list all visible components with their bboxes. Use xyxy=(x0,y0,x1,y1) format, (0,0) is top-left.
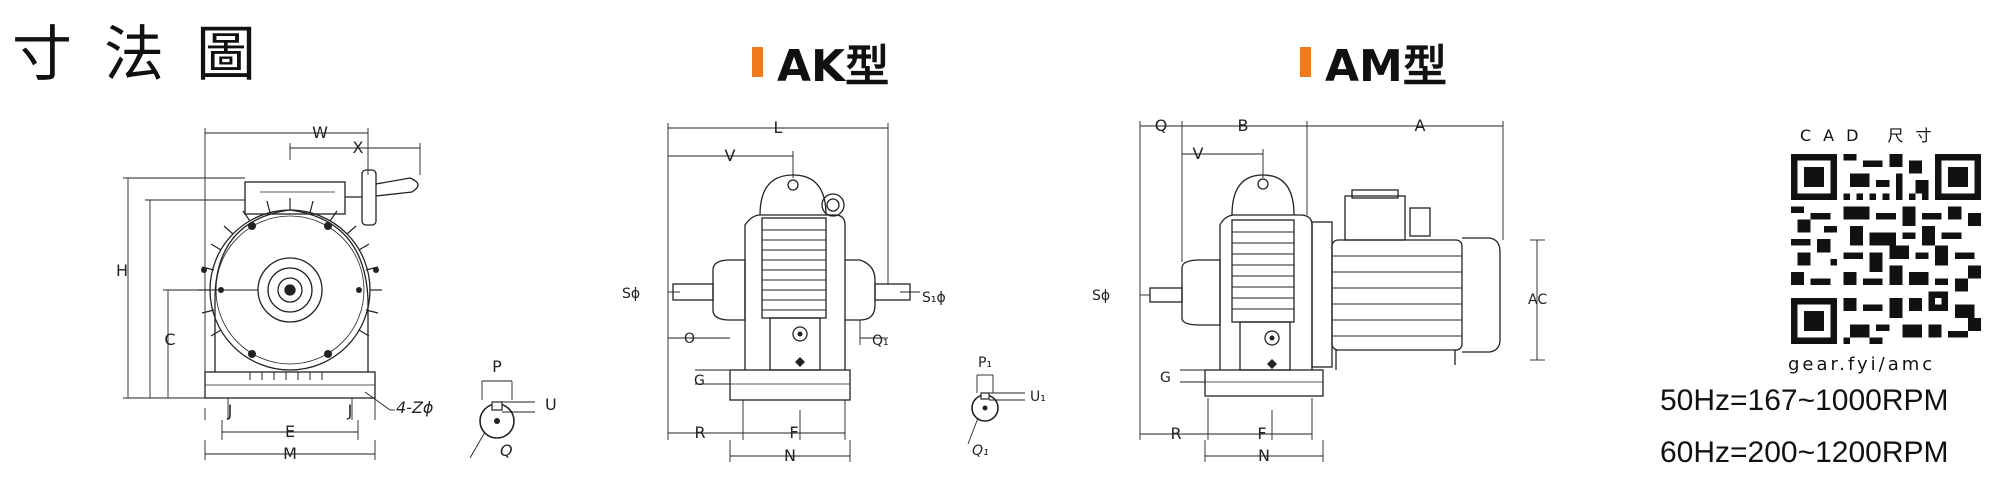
accent-bar-icon xyxy=(1300,47,1311,77)
accent-bar-icon xyxy=(752,47,763,77)
dim-label-q1-detail: Q₁ xyxy=(972,443,989,459)
dim-label-x: X xyxy=(353,138,364,157)
page-title: 寸法圖 xyxy=(12,20,288,90)
dim-label-r: R xyxy=(694,423,705,442)
dim-label-s1: S₁ϕ xyxy=(922,290,946,306)
dim-label-ac: AC xyxy=(1528,292,1547,308)
am-view-drawing xyxy=(1139,121,1545,462)
dim-label-u: U xyxy=(545,395,557,414)
dim-label-v: V xyxy=(725,146,736,165)
dim-label-o: O xyxy=(684,331,695,347)
model-title-am-label: AM型 xyxy=(1325,41,1447,92)
dim-label-bolt: 4-Zϕ xyxy=(396,398,434,417)
cad-url[interactable]: gear.fyi/amc xyxy=(1788,354,1936,375)
cad-label: CAD 尺寸 xyxy=(1800,126,1944,145)
dim-label-s-am: Sϕ xyxy=(1092,288,1110,304)
front-view-drawing xyxy=(123,128,535,460)
dim-label-s: Sϕ xyxy=(622,286,640,302)
qr-code-icon[interactable] xyxy=(1791,154,1981,344)
dim-label-q1: Q₁ xyxy=(872,333,889,349)
dim-label-n: N xyxy=(784,446,796,465)
dim-label-q: Q xyxy=(500,441,513,460)
dim-label-m: M xyxy=(283,444,297,463)
dim-label-j-left: J xyxy=(227,401,233,420)
dim-label-q-am: Q xyxy=(1155,116,1168,135)
dim-label-b: B xyxy=(1238,116,1249,135)
dim-label-c: C xyxy=(164,330,175,349)
model-title-am: AM型 xyxy=(1300,30,1447,94)
dim-label-h: H xyxy=(116,261,128,280)
spec-60hz: 60Hz=200~1200RPM xyxy=(1660,436,1949,469)
dim-label-f: F xyxy=(789,423,798,442)
dim-label-w: W xyxy=(312,123,328,142)
dim-label-f-am: F xyxy=(1257,424,1266,443)
dim-label-p: P xyxy=(492,357,502,376)
dim-label-j-right: J xyxy=(347,401,353,420)
dim-label-g: G xyxy=(694,373,705,389)
dim-label-p1: P₁ xyxy=(978,355,992,371)
dim-label-n-am: N xyxy=(1258,446,1270,465)
spec-50hz: 50Hz=167~1000RPM xyxy=(1660,384,1949,417)
model-title-ak-label: AK型 xyxy=(777,41,890,92)
dim-label-r-am: R xyxy=(1170,424,1181,443)
dim-label-l: L xyxy=(774,118,783,137)
dim-label-g-am: G xyxy=(1160,370,1171,386)
model-title-ak: AK型 xyxy=(752,30,889,94)
dim-label-v-am: V xyxy=(1193,144,1204,163)
dim-label-u1: U₁ xyxy=(1030,389,1046,405)
dim-label-e: E xyxy=(285,422,295,441)
dim-label-a: A xyxy=(1415,116,1426,135)
ak-view-drawing xyxy=(667,123,1025,462)
